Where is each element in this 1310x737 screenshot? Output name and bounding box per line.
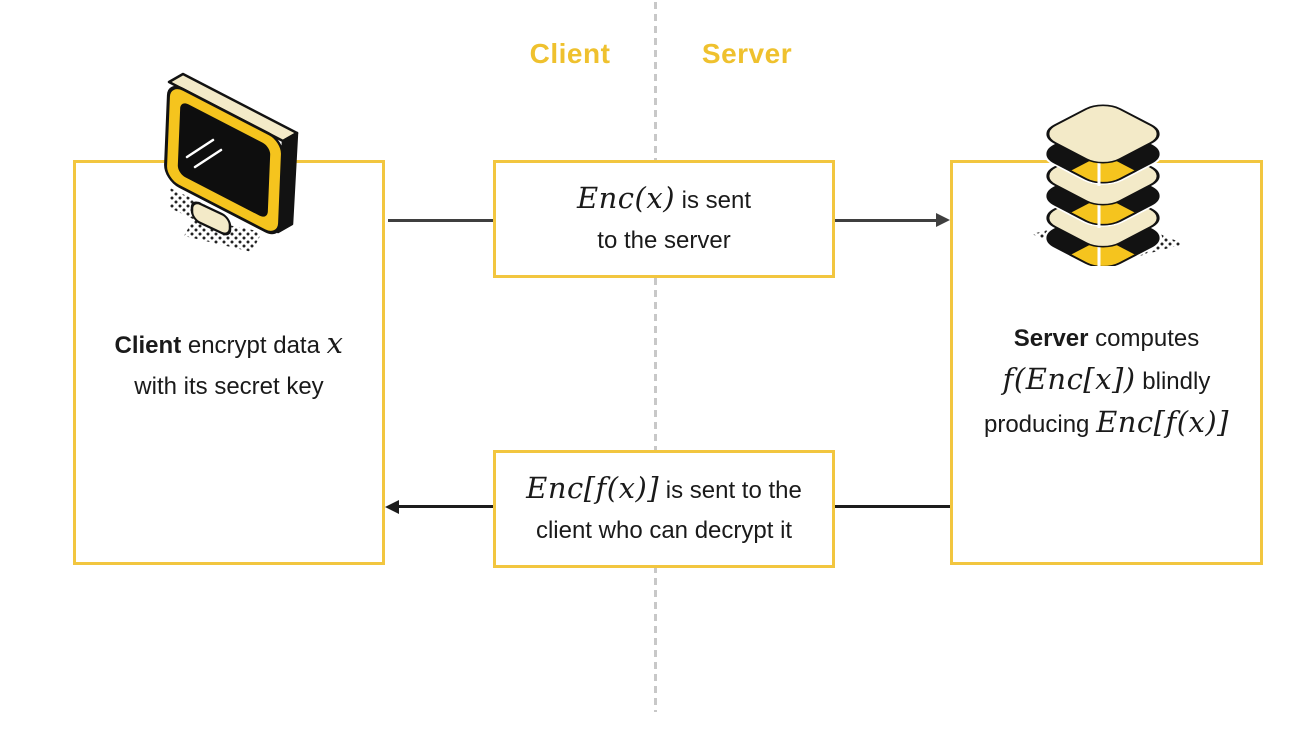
top-message-line2: to the server	[597, 226, 731, 254]
bottom-message-text: Enc[f(x)] is sent to the client who can …	[496, 453, 832, 565]
client-box-line1: Client encrypt data x	[114, 326, 344, 360]
top-message-text: Enc(x) is sent to the server	[496, 163, 832, 275]
server-box-line2: f(Enc[x]) blindly	[1002, 362, 1211, 396]
top-message-box: Enc(x) is sent to the server	[493, 160, 835, 278]
server-column-label: Server	[701, 38, 793, 69]
bottom-message-line2: client who can decrypt it	[535, 516, 793, 544]
client-column-label: Client	[529, 38, 611, 69]
arrow-msg-to-client	[397, 505, 493, 508]
arrow-msg-to-server	[835, 219, 937, 222]
left-arrowhead-icon	[385, 500, 399, 514]
right-arrowhead-icon	[936, 213, 950, 227]
arrow-client-to-msg	[388, 219, 493, 222]
bottom-message-box: Enc[f(x)] is sent to the client who can …	[493, 450, 835, 568]
client-server-divider	[654, 2, 657, 712]
client-box-text: Client encrypt data x with its secret ke…	[76, 323, 382, 407]
arrow-server-to-msg	[835, 505, 950, 508]
client-box-line2: with its secret key	[134, 373, 324, 400]
computer-monitor-icon	[164, 72, 299, 252]
top-message-line1: Enc(x) is sent	[576, 180, 752, 215]
bottom-message-line1: Enc[f(x)] is sent to the	[526, 470, 802, 505]
server-box-line3: producing Enc[f(x)]	[983, 405, 1229, 439]
server-box-text: Server computes f(Enc[x]) blindly produc…	[953, 318, 1260, 445]
client-box: Client encrypt data x with its secret ke…	[73, 160, 385, 565]
server-box-line1: Server computes	[1013, 325, 1200, 352]
database-stack-icon	[1032, 104, 1184, 266]
